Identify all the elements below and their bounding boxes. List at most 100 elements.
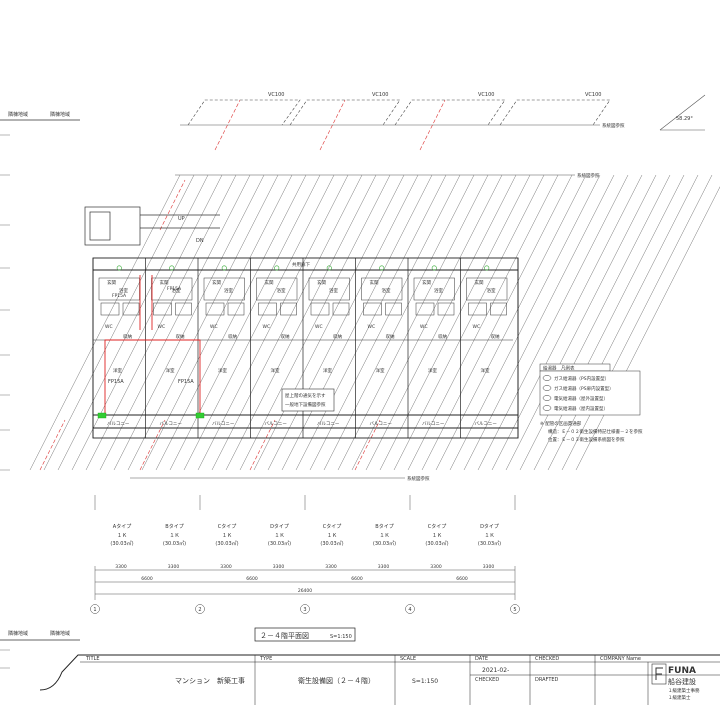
grid-axis-label: 3 [303,607,306,613]
company-sub-2: １級建築士 [668,694,691,701]
neighbor-boundary-bottom: 隣棟地域 隣棟地域 [0,630,80,641]
grid-axis-label: 5 [513,607,516,613]
legend-row: 電気給湯器（屋内設置型） [554,405,608,412]
iso-line [239,174,391,471]
plan-scale-text: S=1:150 [330,634,352,640]
iso-line [99,174,251,471]
iso-line [71,174,223,471]
iso-line [351,174,503,471]
legend-row: ガス給湯器（PS扉内設置型） [554,385,614,392]
iso-line [57,174,209,471]
neighbor-label-top-left: 隣棟地域 [8,111,28,118]
balcony-label: バルコニー [107,421,130,427]
iso-line [323,174,475,471]
balcony-label: バルコニー [475,421,498,427]
top-pipe-labels: VC100 VC100 VC100 VC100 [268,92,601,98]
room-label: 洋室 [323,367,332,374]
unit-type-name: Dタイプ [270,523,289,530]
note-box: 屋上階の通気を示す 一般地下設備図参照 [281,388,335,412]
iso-line [211,174,363,471]
grid-axis-label: 2 [198,607,201,613]
left-edge-marks [0,134,10,669]
neighbor-label-bottom-left: 隣棟地域 [8,630,28,637]
unit-type-area: (30.03㎡) [478,540,501,547]
iso-line [281,174,433,471]
neighbor-boundary-top: 隣棟地域 隣棟地域 [0,111,80,121]
unit-type-name: Aタイプ [113,523,131,530]
toilet-label: WC [210,324,218,330]
room-label: 洋室 [271,367,280,374]
dim-total: 26400 [298,588,312,594]
unit-type-name: Cタイプ [428,523,447,530]
title-header: TITLE [85,656,100,662]
plan-title: ２－４階平面図 S=1:150 [254,627,356,642]
balcony-label: バルコニー [317,421,340,427]
angle-label: 58.29° [676,116,693,122]
unit-type-plan: １Ｋ [274,533,284,539]
corridor-label: 共用廊下 [292,261,310,268]
company-name: 船谷建設 [668,677,696,686]
type-value: 衛生設備図（２－４階） [298,676,375,685]
entrance-label: 玄関 [475,279,484,286]
room-label: 洋室 [113,367,122,374]
iso-line [491,174,643,471]
stair-dn-label: DN [196,238,204,244]
iso-line [267,174,419,471]
storage-label: 収納 [386,333,395,340]
entrance-label: 玄関 [317,279,326,286]
unit-type-plan: １Ｋ [379,533,389,539]
hot-water-line [39,419,66,471]
iso-line [309,174,461,471]
dim-small: 3300 [483,564,495,570]
entrance-label: 玄関 [265,279,274,286]
unit-type-plan: １Ｋ [484,533,494,539]
legend-row: ガス給湯器（PS内設置型） [554,375,609,382]
iso-line [463,174,615,471]
type-header: TYPE [259,656,272,662]
iso-line [197,174,349,471]
balcony-label: バルコニー [212,421,235,427]
ref-note-1: 系統図参照 [602,122,625,129]
iso-line [155,174,307,471]
note-line-1: 屋上階の通気を示す [285,392,326,399]
unit-type-plan: １Ｋ [117,533,127,539]
unit-type-area: (30.03㎡) [110,540,133,547]
iso-line [43,174,195,471]
balcony-label: バルコニー [422,421,445,427]
iso-line [29,174,181,471]
note-line-2: 一般地下設備図参照 [285,401,326,408]
riser-tags: FP15A FP15A FP15A FP15A [97,286,205,419]
hot-water-line [419,99,446,151]
toilet-label: WC [368,324,376,330]
building-outline [92,257,519,439]
dim-small: 3300 [325,564,337,570]
grid-axis-label: 1 [93,607,96,613]
bath-label: 浴室 [382,287,391,294]
legend-row: 電気給湯器（屋外設置型） [554,395,608,402]
isometric-pipe-lines [29,174,720,471]
unit-type-name: Cタイプ [218,523,237,530]
grid-axis-bubble [300,604,310,614]
room-label: 洋室 [428,367,437,374]
stair-up-label: UP [178,216,185,222]
dim-small: 3300 [273,564,285,570]
iso-line [127,174,279,471]
iso-line [169,174,321,471]
unit-type-name: Cタイプ [323,523,342,530]
hot-water-line [214,99,241,151]
top-pipe-runs [187,99,611,126]
angle-indicator: 58.29° [659,94,706,131]
unit-type-plan: １Ｋ [222,533,232,539]
unit-type-plan: １Ｋ [432,533,442,539]
unit-type-area: (30.03㎡) [163,540,186,547]
dim-mid: 6600 [351,576,363,582]
checked-header-2: CHECKED [475,677,499,683]
iso-line [533,174,685,471]
hot-water-line [159,179,186,231]
